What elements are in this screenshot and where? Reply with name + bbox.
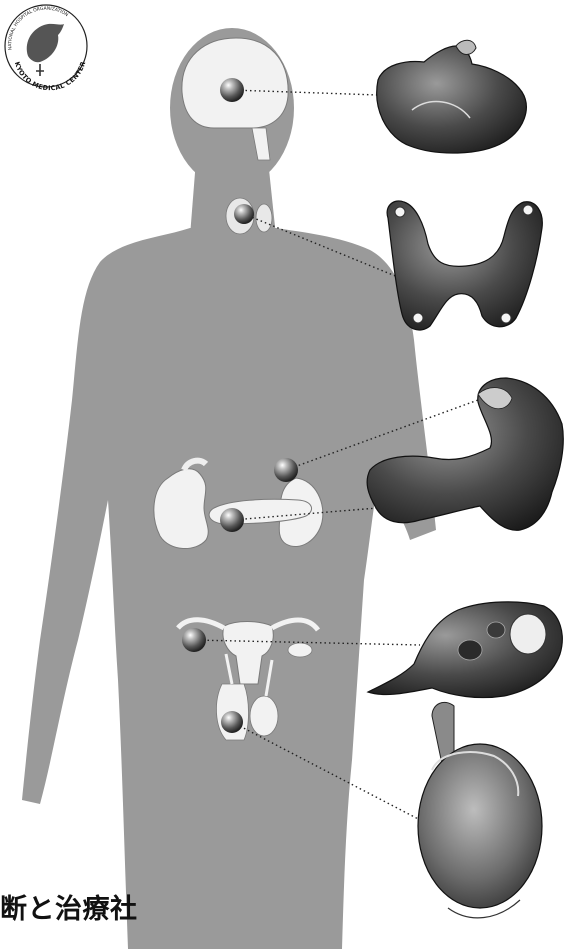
organ-ovary: [368, 602, 562, 698]
organ-pituitary: [377, 40, 527, 153]
organ-thyroid: [387, 201, 542, 330]
marker-adrenal: [274, 458, 298, 482]
marker-thyroid: [234, 204, 254, 224]
marker-ovary: [182, 628, 206, 652]
marker-pituitary: [220, 78, 244, 102]
organ-testis: [418, 702, 542, 918]
caption-text: 断と治療社: [0, 887, 138, 926]
hospital-logo: NATIONAL HOSPITAL ORGANIZATION KYOTO MED…: [5, 5, 87, 92]
marker-testis: [221, 711, 243, 733]
marker-pancreas: [220, 508, 244, 532]
